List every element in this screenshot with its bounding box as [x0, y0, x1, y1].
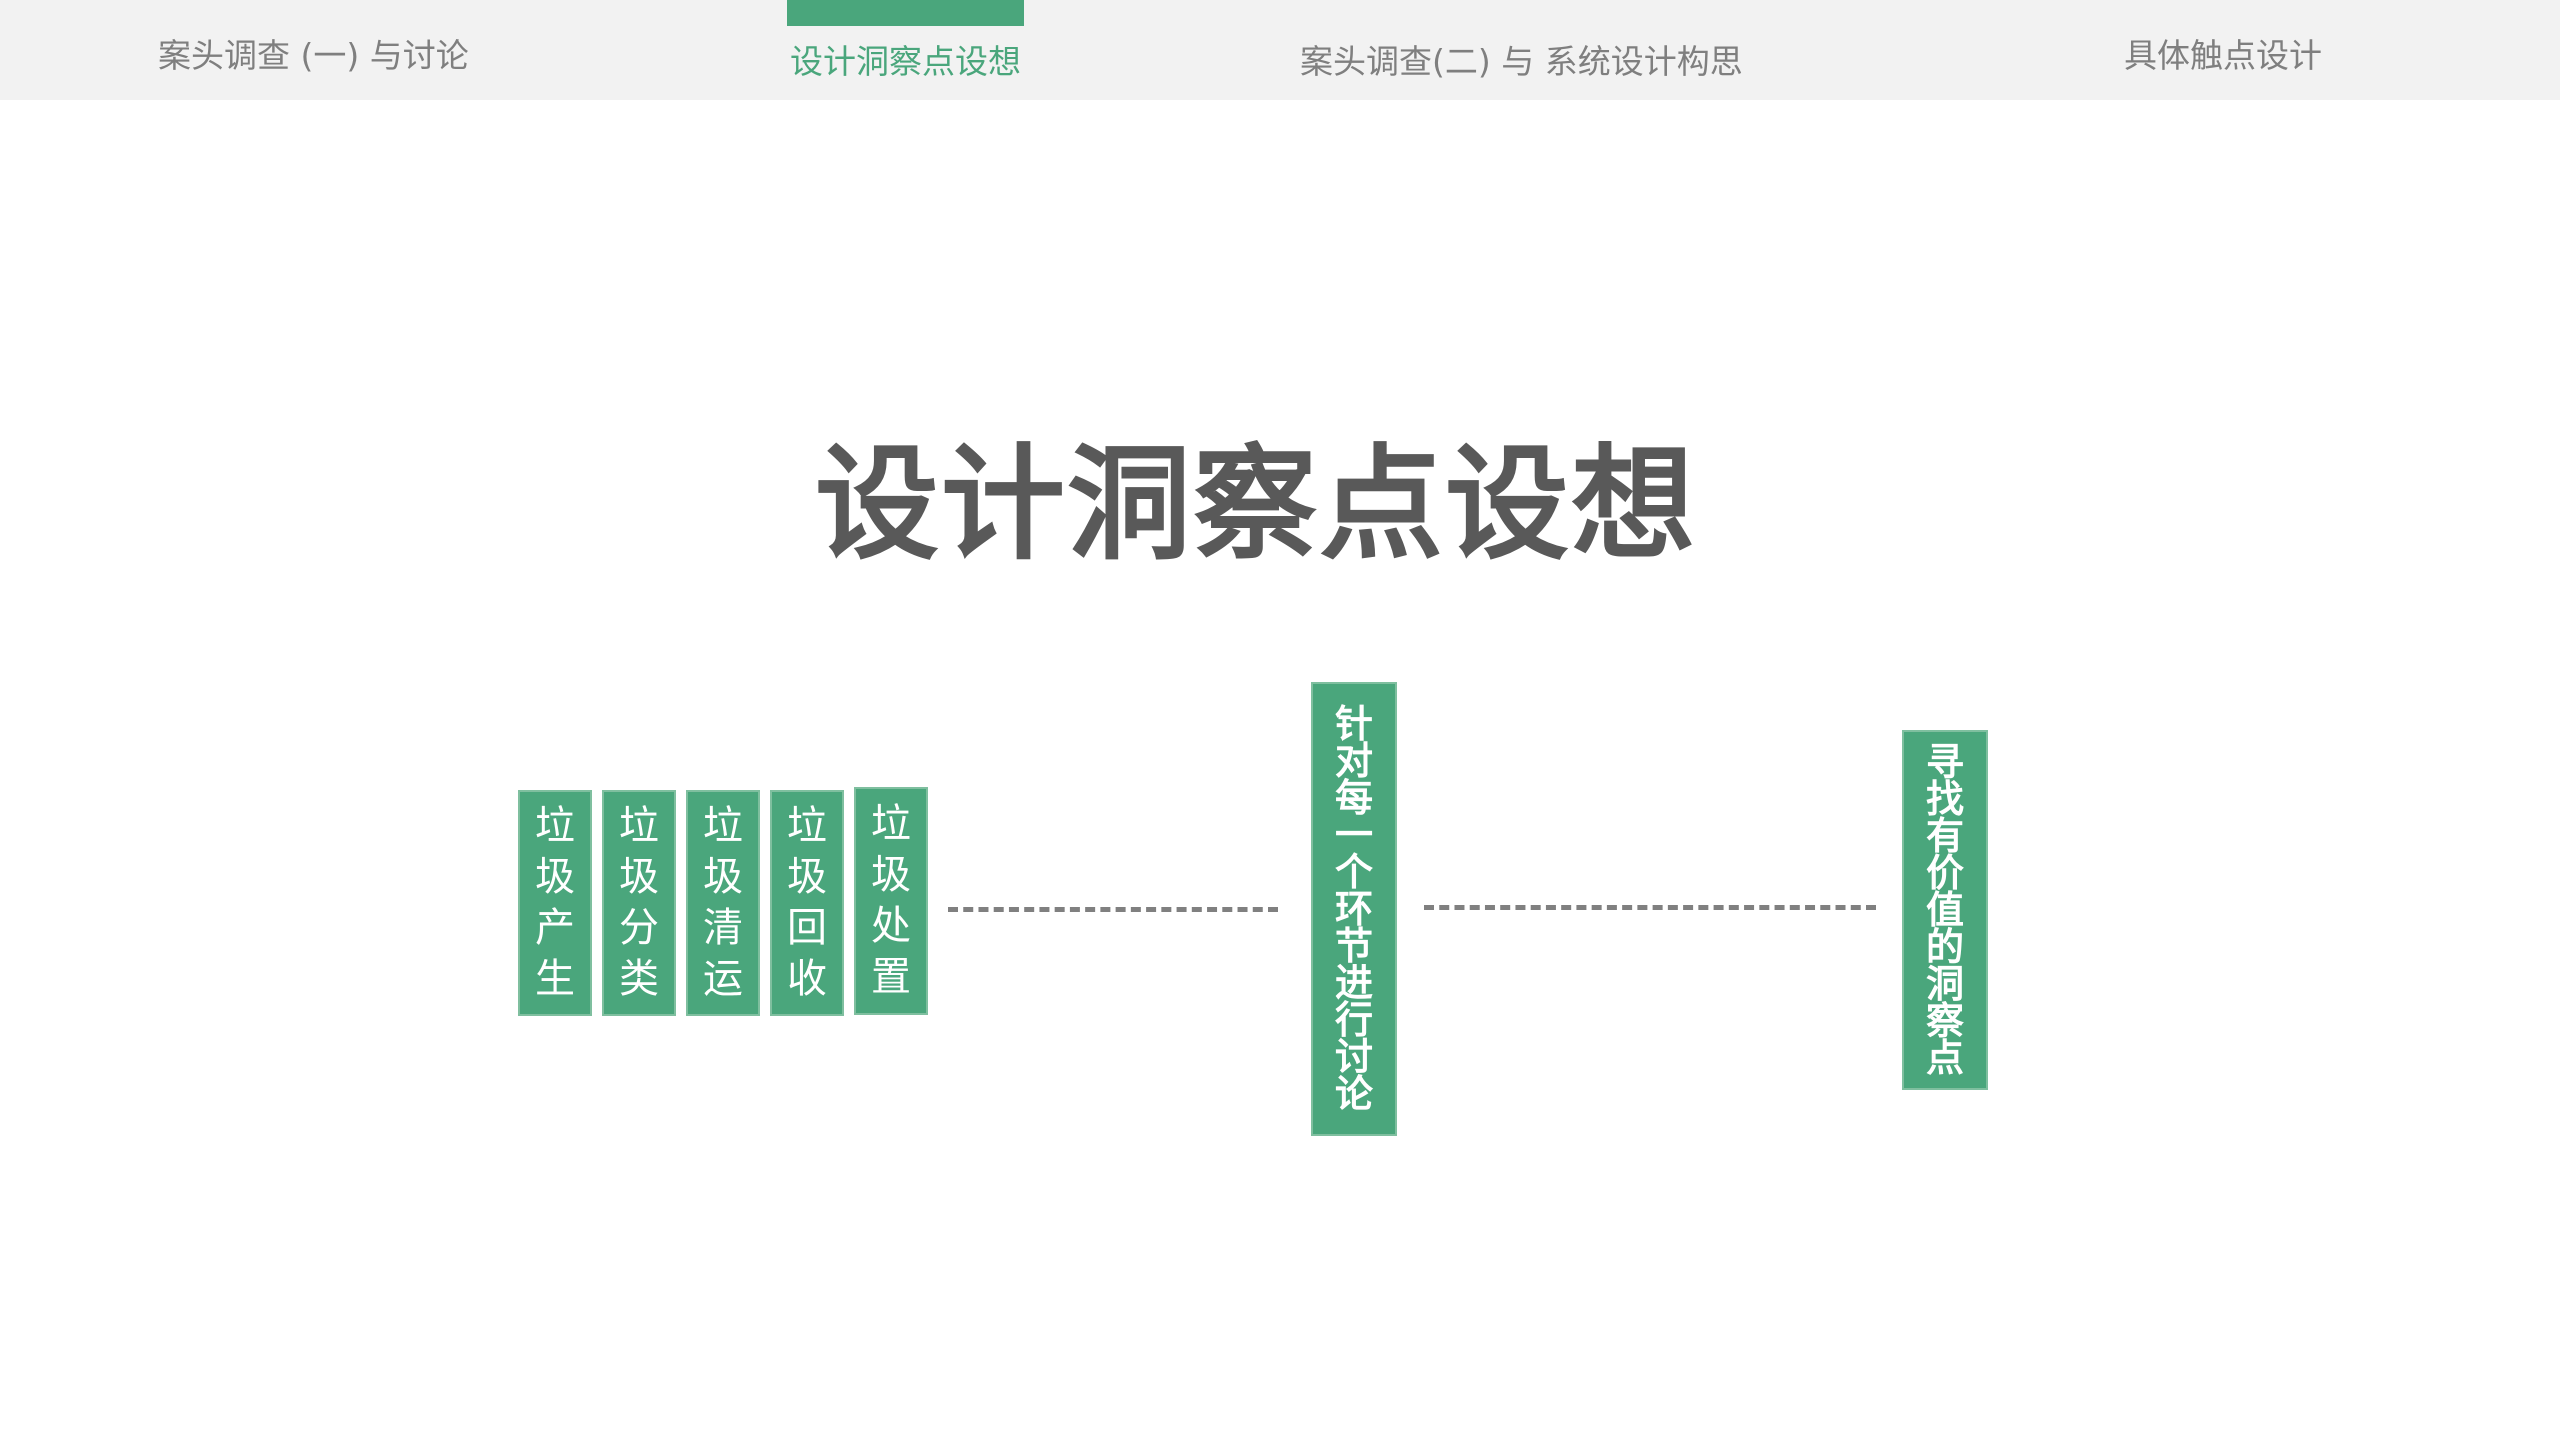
find-insights-box: 寻找有价值的洞察点: [1902, 730, 1988, 1090]
stage-box-recycling: 垃圾回收: [770, 790, 844, 1016]
stage-box-collection: 垃圾清运: [686, 790, 760, 1016]
stage-label: 垃圾产生: [535, 803, 575, 1002]
stage-label: 垃圾分类: [619, 803, 659, 1002]
stage-box-generation: 垃圾产生: [518, 790, 592, 1016]
dashed-connector-left: [948, 907, 1278, 912]
dashed-connector-right: [1424, 905, 1876, 910]
stage-box-disposal: 垃圾处置: [854, 787, 928, 1015]
top-navigation-bar: 案头调查 (一) 与讨论 设计洞察点设想 案头调查(二) 与 系统设计构思 具体…: [0, 0, 2560, 100]
page-title: 设计洞察点设想: [814, 433, 1697, 577]
active-tab-indicator: [787, 0, 1024, 26]
stage-label: 垃圾回收: [787, 803, 827, 1002]
insight-label: 寻找有价值的洞察点: [1926, 739, 1965, 1080]
discuss-each-stage-box: 针对每一个环节进行讨论: [1311, 682, 1397, 1136]
stage-label: 垃圾清运: [703, 803, 743, 1002]
nav-tab-design-insight[interactable]: 设计洞察点设想: [790, 42, 1021, 81]
stage-label: 垃圾处置: [871, 801, 911, 1000]
stage-box-sorting: 垃圾分类: [602, 790, 676, 1016]
nav-tab-desk-research-1[interactable]: 案头调查 (一) 与讨论: [158, 36, 469, 75]
nav-tab-desk-research-2[interactable]: 案头调查(二) 与 系统设计构思: [1300, 42, 1743, 81]
nav-tab-touchpoint-design[interactable]: 具体触点设计: [2124, 36, 2322, 75]
discuss-label: 针对每一个环节进行讨论: [1335, 701, 1374, 1116]
